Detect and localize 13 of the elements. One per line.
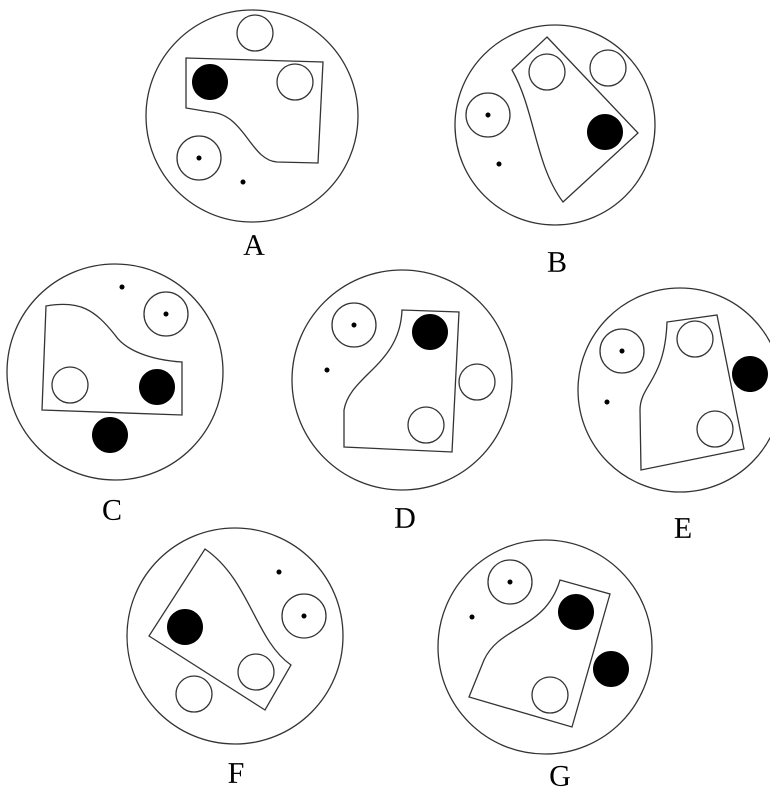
option-letter: B: [548, 252, 566, 272]
puzzle-circle: [6, 263, 224, 481]
option-letter: G: [550, 766, 570, 786]
option-letter: E: [674, 518, 691, 538]
puzzle-circle: [145, 9, 359, 223]
puzzle-circle: [437, 539, 653, 755]
puzzle-circle: [454, 24, 656, 226]
option-letter: F: [228, 763, 244, 783]
puzzle-circle: [291, 269, 513, 491]
option-letter: C: [103, 500, 120, 520]
puzzle-circle: [126, 527, 344, 745]
option-letter: D: [395, 508, 415, 528]
option-letter: A: [243, 235, 265, 255]
